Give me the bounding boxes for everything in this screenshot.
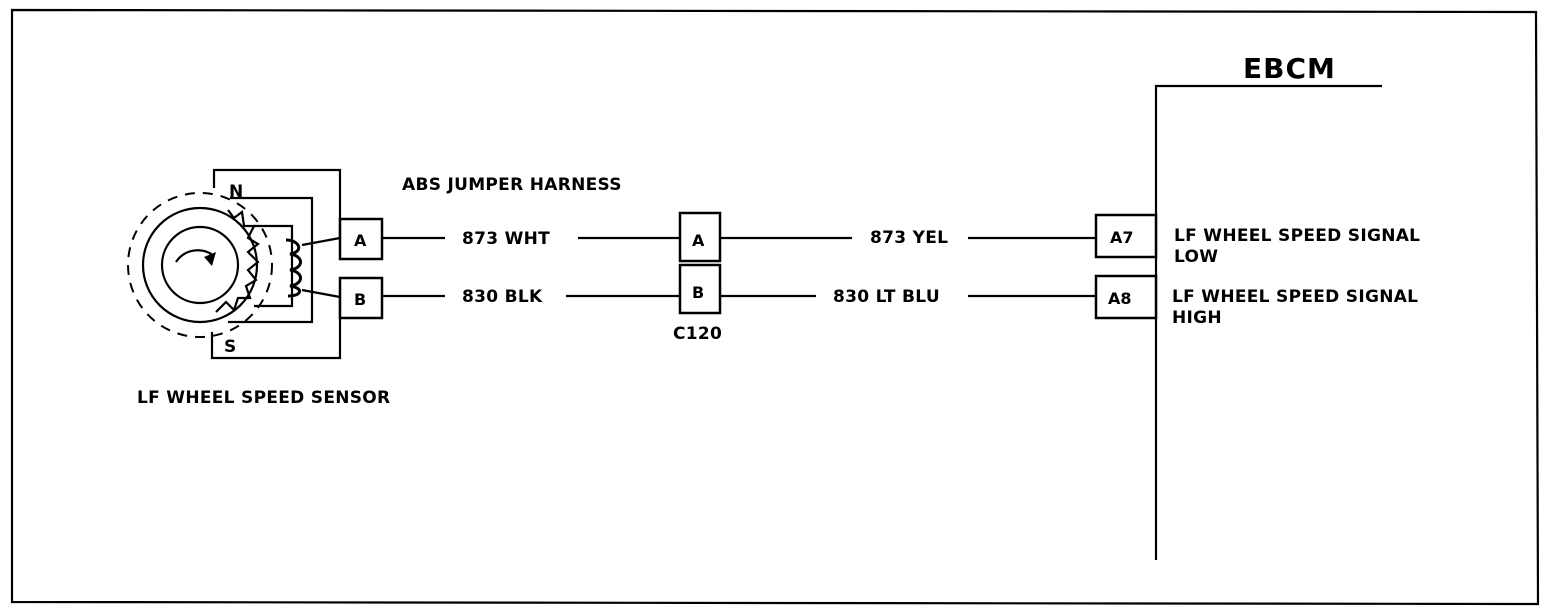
coil-frame: [254, 224, 294, 308]
wire-830-blk-label: 830 BLK: [462, 287, 543, 307]
coil-icon: [285, 238, 302, 298]
tone-ring-dashed: [127, 192, 273, 338]
ebcm-pin-a8-box: [1094, 274, 1158, 320]
connector-c120: A B C120: [673, 211, 722, 344]
wire-873-yel-label: 873 YEL: [870, 228, 948, 248]
sensor-pin-b-label: B: [354, 290, 366, 309]
wire-873-wht-label: 873 WHT: [462, 229, 550, 249]
ebcm-pin-a8-label: A8: [1108, 289, 1132, 308]
sensor-housing-lower: [210, 290, 342, 360]
harness-label: ABS JUMPER HARNESS: [402, 175, 622, 195]
ebcm-pin-a7-signal-line1: LF WHEEL SPEED SIGNAL: [1174, 226, 1420, 246]
ebcm-pin-a7-label: A7: [1110, 228, 1134, 247]
diagram-border: [10, 8, 1540, 606]
coil-lead-b: [301, 288, 341, 299]
ebcm-pin-a7-signal-line2: LOW: [1174, 247, 1218, 267]
rotation-arrowhead-icon: [204, 252, 216, 266]
ebcm-pin-a8-signal-line2: HIGH: [1172, 308, 1222, 328]
coil-lead-a: [301, 236, 341, 247]
rotation-arrow-icon: [175, 249, 215, 263]
ebcm-title: EBCM: [1243, 52, 1336, 85]
sensor-pin-a-label: A: [354, 231, 367, 250]
c120-pin-b-box: [678, 263, 722, 315]
pole-piece: [228, 196, 314, 324]
c120-label: C120: [673, 324, 722, 344]
ebcm-pin-a7: A7 LF WHEEL SPEED SIGNAL LOW: [1094, 213, 1420, 267]
sensor-label: LF WHEEL SPEED SENSOR: [137, 388, 390, 408]
ebcm-pin-a7-box: [1094, 213, 1158, 259]
c120-pin-a-label: A: [692, 231, 705, 250]
pole-south-label: S: [224, 337, 237, 357]
tone-ring-inner: [160, 225, 240, 305]
c120-pin-b-label: B: [692, 283, 704, 302]
sensor-housing: [212, 168, 342, 238]
wire-830-ltblu-label: 830 LT BLU: [833, 287, 940, 307]
tone-ring-teeth: [215, 209, 260, 313]
pole-north-label: N: [229, 182, 244, 202]
ebcm-pin-a8-signal-line1: LF WHEEL SPEED SIGNAL: [1172, 287, 1418, 307]
sensor-pin-b-box: [338, 276, 384, 320]
wheel-speed-sensor: N S A B LF WHEEL SPEED SENSOR: [127, 168, 390, 408]
ebcm-pin-a8: A8 LF WHEEL SPEED SIGNAL HIGH: [1094, 274, 1418, 328]
ebcm-module: EBCM: [1154, 52, 1382, 560]
ebcm-outline: [1154, 84, 1382, 560]
tone-ring: [141, 206, 259, 324]
